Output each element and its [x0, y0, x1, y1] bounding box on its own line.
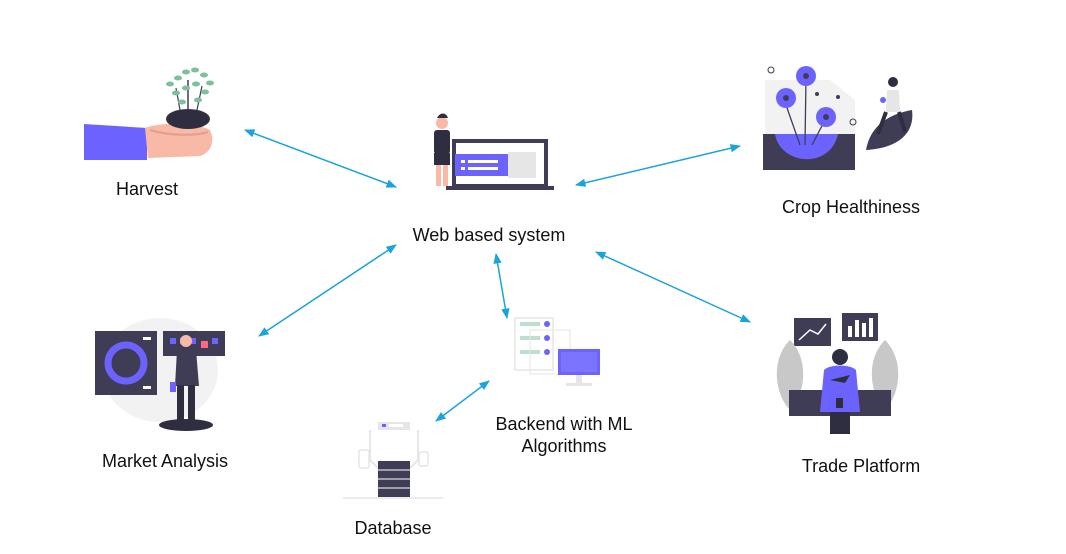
backend-server-monitor-icon — [514, 317, 600, 386]
market-analysis-label: Market Analysis — [101, 451, 229, 471]
connector-crop-web — [574, 144, 742, 187]
crop-healthiness-label: Crop Healthiness — [781, 197, 921, 217]
connector-harvest-web — [244, 129, 397, 188]
connectors — [244, 129, 751, 422]
harvest-label: Harvest — [115, 179, 178, 199]
crop-flowers-icon — [763, 66, 913, 170]
connector-database-backend — [435, 380, 490, 422]
connector-market-web — [258, 244, 397, 337]
backend-label-line1: Backend with ML — [495, 414, 633, 434]
connector-backend-web — [493, 252, 510, 320]
database-server-icon — [343, 422, 443, 499]
harvest-hand-plant-icon — [84, 67, 214, 160]
market-analysis-dashboard-icon — [95, 318, 225, 431]
backend-label-line2: Algorithms — [521, 436, 607, 456]
web-system-laptop-person-icon — [434, 113, 554, 190]
web-system-label: Web based system — [412, 225, 566, 245]
trade-platform-person-charts-icon — [776, 313, 899, 434]
database-label: Database — [354, 518, 432, 538]
trade-platform-label: Trade Platform — [801, 456, 921, 476]
connector-trade-web — [595, 251, 751, 323]
